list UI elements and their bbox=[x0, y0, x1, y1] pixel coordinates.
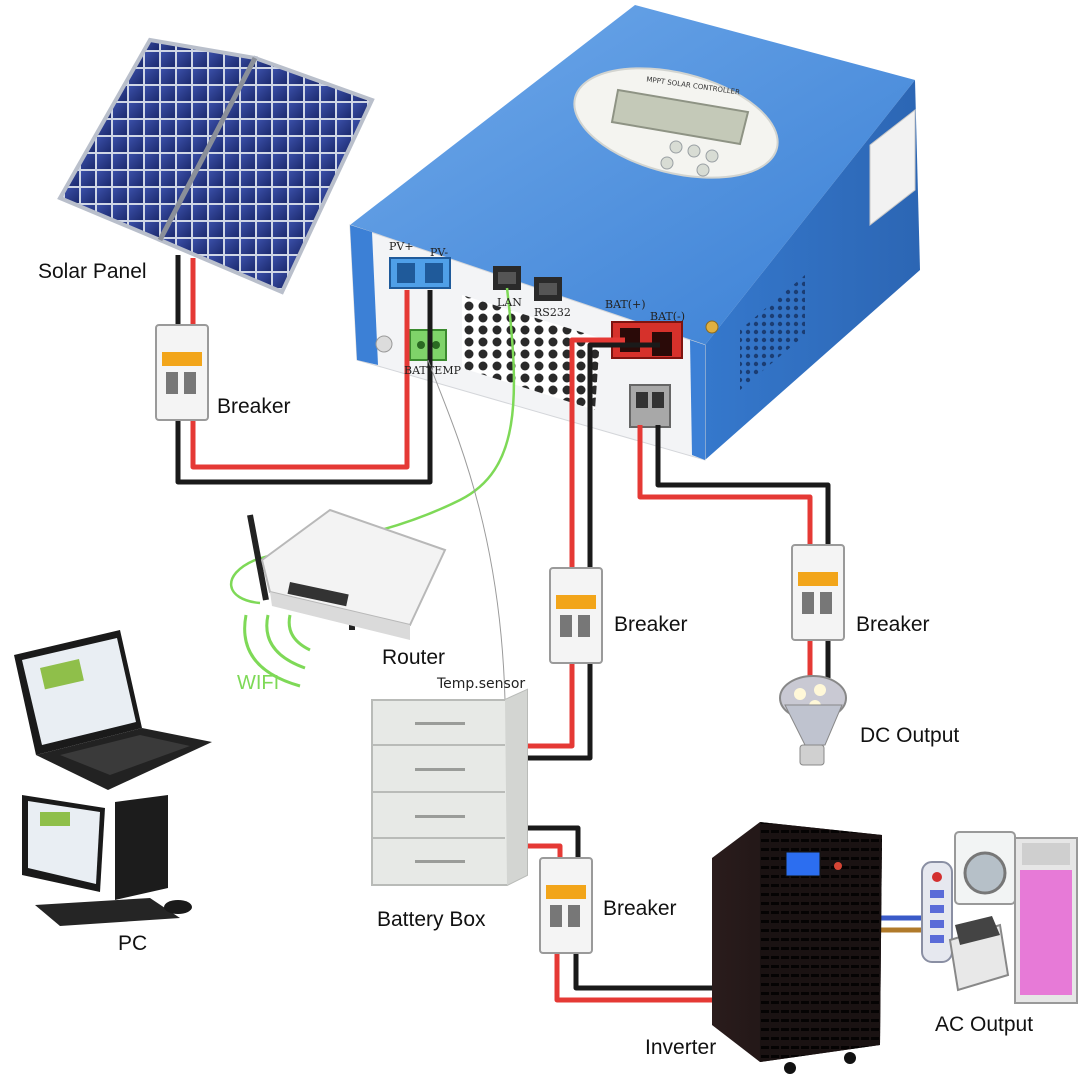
mppt-controller bbox=[349, 5, 920, 461]
solar-panel bbox=[57, 37, 375, 295]
bat-temp-label: BATTEMP bbox=[404, 364, 461, 377]
dc-led-bulb-icon bbox=[779, 675, 847, 766]
breaker-battery-label: Breaker bbox=[614, 613, 688, 636]
bat-minus-label: BAT(-) bbox=[650, 310, 686, 323]
breaker-inverter-label: Breaker bbox=[603, 897, 677, 920]
router-label: Router bbox=[382, 646, 446, 669]
battery-box bbox=[371, 688, 528, 886]
breaker-top bbox=[155, 324, 209, 421]
wifi-label: WIFI bbox=[237, 672, 280, 694]
battery-box-label: Battery Box bbox=[377, 908, 486, 931]
solar-panel-label: Solar Panel bbox=[38, 260, 147, 283]
ac-output-appliances bbox=[921, 831, 1078, 1004]
lan-port-label: LAN bbox=[497, 296, 522, 309]
breaker-dc-label: Breaker bbox=[856, 613, 930, 636]
bat-plus-label: BAT(+) bbox=[605, 298, 646, 311]
rs232-port-label: RS232 bbox=[534, 306, 571, 319]
pc bbox=[22, 795, 192, 926]
breaker-top-label: Breaker bbox=[217, 395, 291, 418]
temp-sensor-label: Temp.sensor bbox=[437, 676, 526, 692]
breaker-dc bbox=[791, 544, 845, 641]
dc-output-label: DC Output bbox=[860, 724, 960, 747]
pc-label: PC bbox=[118, 932, 148, 955]
wifi-signal-icon bbox=[243, 614, 311, 688]
wiring bbox=[175, 255, 925, 1003]
inverter-label: Inverter bbox=[645, 1036, 717, 1059]
ac-output-label: AC Output bbox=[935, 1013, 1034, 1036]
pv-minus-label: PV- bbox=[430, 246, 449, 259]
router bbox=[247, 508, 447, 640]
breaker-inverter bbox=[539, 857, 593, 954]
inverter bbox=[712, 822, 882, 1074]
breaker-battery bbox=[549, 567, 603, 664]
pv-plus-label: PV+ bbox=[389, 240, 414, 253]
laptop bbox=[14, 630, 212, 790]
